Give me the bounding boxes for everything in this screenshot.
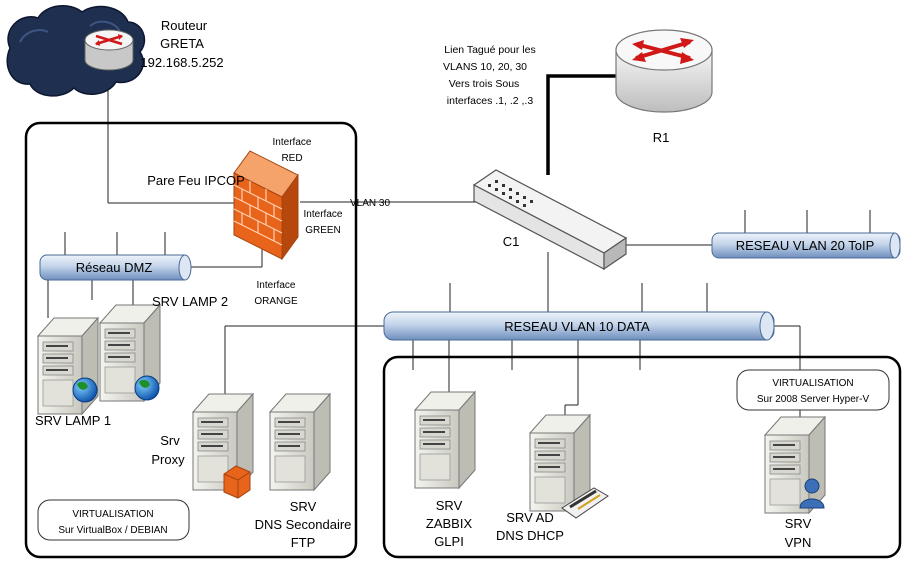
- server-ad-label-2: DNS DHCP: [496, 528, 564, 543]
- server-vpn-label-2: VPN: [785, 535, 812, 550]
- link-note-4: interfaces .1, .2 ,.3: [447, 95, 534, 107]
- firewall-label: Pare Feu IPCOP: [147, 173, 245, 188]
- dmz-bus-label: Réseau DMZ: [76, 260, 153, 275]
- interface-green-2: GREEN: [305, 225, 341, 236]
- tagged-link: [546, 74, 617, 175]
- link-note-2: VLANS 10, 20, 30: [443, 61, 527, 73]
- router-greta-ip: 192.168.5.252: [140, 55, 223, 70]
- internet-cloud-icon: [6, 5, 146, 97]
- server-lamp1-icon: [37, 317, 99, 415]
- firewall-icon: [233, 150, 299, 261]
- router-r1-label: R1: [653, 130, 670, 145]
- connection-lines: [47, 68, 871, 420]
- interface-orange-2: ORANGE: [254, 296, 298, 307]
- server-ad-icon: [529, 414, 609, 519]
- virtualbox-note: [37, 499, 190, 541]
- hyperv-note-1: VIRTUALISATION: [772, 378, 853, 389]
- virtualbox-note-2: Sur VirtualBox / DEBIAN: [58, 525, 167, 536]
- server-lamp1-label: SRV LAMP 1: [35, 413, 111, 428]
- server-zabbix-label-3: GLPI: [434, 534, 464, 549]
- server-proxy-label-1: Srv: [160, 433, 180, 448]
- server-proxy-icon: [192, 393, 254, 499]
- server-dns-label-3: FTP: [291, 535, 316, 550]
- router-r1-icon: [615, 29, 713, 113]
- interface-green-1: Interface: [304, 209, 343, 220]
- server-lamp2-label: SRV LAMP 2: [152, 294, 228, 309]
- virtualbox-note-1: VIRTUALISATION: [72, 509, 153, 520]
- switch-c1-label: C1: [503, 234, 520, 249]
- hyperv-note-2: Sur 2008 Server Hyper-V: [757, 394, 870, 405]
- hyperv-note: [736, 369, 890, 411]
- vlan20-bus: [711, 232, 901, 259]
- router-greta-label-2: GRETA: [160, 36, 204, 51]
- link-note-1: Lien Tagué pour les: [444, 44, 535, 56]
- dmz-bus: [39, 254, 192, 281]
- vlan30-label: VLAN 30: [350, 198, 390, 209]
- interface-red-1: Interface: [273, 137, 312, 148]
- vlan10-bus-label: RESEAU VLAN 10 DATA: [504, 319, 650, 334]
- vlan20-bus-label: RESEAU VLAN 20 ToIP: [736, 238, 875, 253]
- virtualbox-container: [24, 121, 358, 559]
- router-greta-icon: [84, 29, 134, 71]
- interface-red-2: RED: [281, 153, 302, 164]
- server-vpn-icon: [764, 416, 826, 514]
- router-greta-label-1: Routeur: [161, 18, 208, 33]
- hyperv-container: [382, 355, 902, 559]
- server-dns-ftp-icon: [269, 393, 331, 491]
- server-dns-label-1: SRV: [290, 499, 317, 514]
- switch-c1-icon: [472, 169, 628, 271]
- server-proxy-label-2: Proxy: [151, 452, 185, 467]
- server-dns-label-2: DNS Secondaire: [255, 517, 352, 532]
- interface-orange-1: Interface: [257, 280, 296, 291]
- link-note-3: Vers trois Sous: [449, 78, 520, 90]
- server-zabbix-label-2: ZABBIX: [426, 516, 473, 531]
- server-zabbix-icon: [414, 391, 476, 489]
- server-zabbix-label-1: SRV: [436, 498, 463, 513]
- server-lamp2-icon: [99, 304, 161, 402]
- server-ad-label-1: SRV AD: [506, 510, 553, 525]
- server-vpn-label-1: SRV: [785, 516, 812, 531]
- vlan10-bus: [383, 311, 775, 341]
